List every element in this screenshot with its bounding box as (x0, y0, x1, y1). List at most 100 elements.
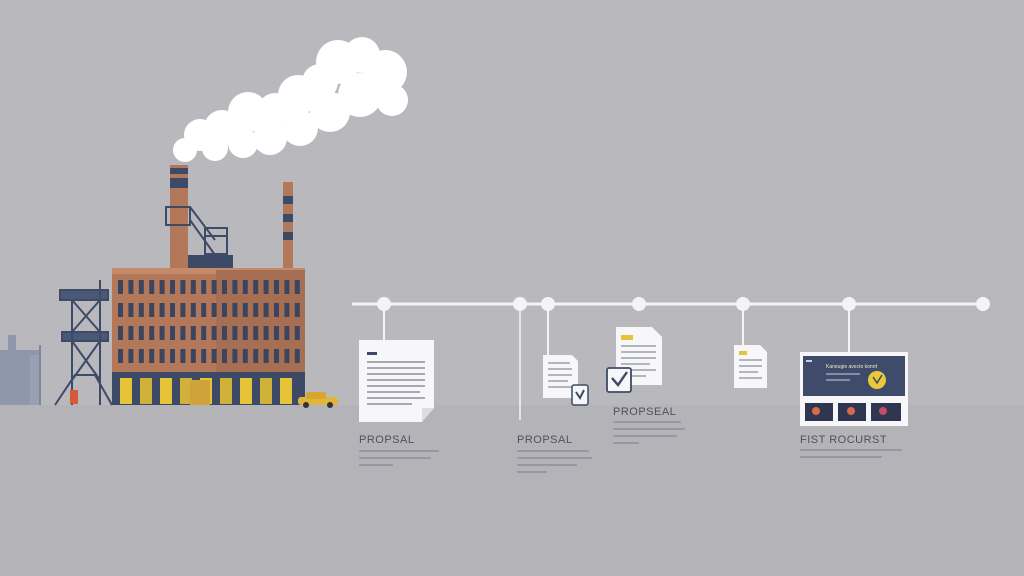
factory-window (253, 280, 259, 294)
factory-window (170, 326, 175, 340)
milestone-caption (613, 421, 685, 449)
factory-window (180, 326, 186, 340)
checkmark-icon (606, 367, 632, 393)
factory-window (159, 303, 165, 317)
factory-window (190, 303, 196, 317)
milestone-label: PROPSAL (359, 434, 415, 446)
factory-window (118, 349, 123, 363)
factory-window (232, 349, 238, 363)
factory-window (263, 326, 269, 340)
chimney-icon (170, 165, 293, 275)
factory-window (253, 349, 259, 363)
factory-window (159, 280, 165, 294)
factory-window (159, 326, 165, 340)
timeline-node[interactable] (632, 297, 646, 311)
factory-window (284, 326, 290, 340)
factory-window (118, 326, 123, 340)
factory-window (253, 303, 259, 317)
factory-window (222, 326, 227, 340)
factory-window (128, 280, 134, 294)
factory-window (211, 280, 217, 294)
factory-window (284, 349, 290, 363)
factory-window (138, 349, 144, 363)
factory-window (190, 280, 196, 294)
factory-window (180, 303, 186, 317)
factory-window (149, 326, 155, 340)
factory-window (180, 349, 186, 363)
factory-window (138, 280, 144, 294)
factory-window (263, 280, 269, 294)
factory-window (284, 303, 290, 317)
factory-window (211, 326, 217, 340)
factory-window (274, 280, 279, 294)
factory-window (232, 326, 238, 340)
factory-window (263, 303, 269, 317)
factory-window (180, 280, 186, 294)
factory-door (120, 378, 132, 404)
factory-window (274, 349, 279, 363)
milestone-caption (517, 450, 592, 478)
factory-window (149, 280, 155, 294)
factory-window (222, 303, 227, 317)
factory-window (294, 326, 300, 340)
factory-window (201, 326, 207, 340)
factory-window (294, 280, 300, 294)
car-icon (298, 392, 338, 408)
factory-door (140, 378, 152, 404)
factory-window (242, 303, 248, 317)
factory-door (240, 378, 252, 404)
factory-window (274, 326, 279, 340)
factory-window (128, 326, 134, 340)
small-door (70, 390, 78, 404)
factory-door (180, 378, 192, 404)
factory-window (222, 349, 227, 363)
factory-window (170, 349, 175, 363)
document-icon[interactable] (543, 355, 578, 398)
factory-window (201, 280, 207, 294)
factory-window (149, 349, 155, 363)
factory-window (128, 349, 134, 363)
factory-window (274, 303, 279, 317)
factory-window (242, 326, 248, 340)
factory-window (242, 280, 248, 294)
factory-window (294, 303, 300, 317)
factory-door (260, 378, 272, 404)
factory-window (170, 303, 175, 317)
factory-window (190, 326, 196, 340)
milestone-label: PROPSAL (517, 434, 573, 446)
signature-icon (571, 384, 589, 406)
factory-door (220, 378, 232, 404)
factory-window (232, 303, 238, 317)
milestone-label: FIST ROCURST (800, 434, 888, 446)
ground (0, 405, 1024, 576)
factory-window (159, 349, 165, 363)
factory-window (284, 280, 290, 294)
timeline-node[interactable] (976, 297, 990, 311)
factory-door (160, 378, 172, 404)
factory-window (263, 349, 269, 363)
factory-window (118, 303, 123, 317)
scaffold-tower-icon (54, 280, 113, 406)
factory-window (201, 303, 207, 317)
milestone-label: PROPSEAL (613, 406, 677, 418)
factory-window (232, 280, 238, 294)
factory-window (138, 326, 144, 340)
factory-window (222, 280, 227, 294)
factory-window (294, 349, 300, 363)
factory-window (128, 303, 134, 317)
factory-window (211, 349, 217, 363)
background-silhouette-icon (0, 335, 41, 405)
document-icon[interactable] (734, 345, 767, 388)
factory-window (211, 303, 217, 317)
badge-icon (868, 371, 886, 389)
factory-door (280, 378, 292, 404)
smoke-cloud-icon (173, 37, 408, 162)
document-icon[interactable] (359, 340, 434, 422)
factory-window (190, 349, 196, 363)
chimney-scaffold-icon (165, 206, 228, 256)
screen-headline: Kaneugie avecto konrrt (826, 364, 878, 370)
screen-document-icon[interactable]: Kaneugie avecto konrrt (800, 352, 908, 426)
factory-window (149, 303, 155, 317)
factory-window (118, 280, 123, 294)
